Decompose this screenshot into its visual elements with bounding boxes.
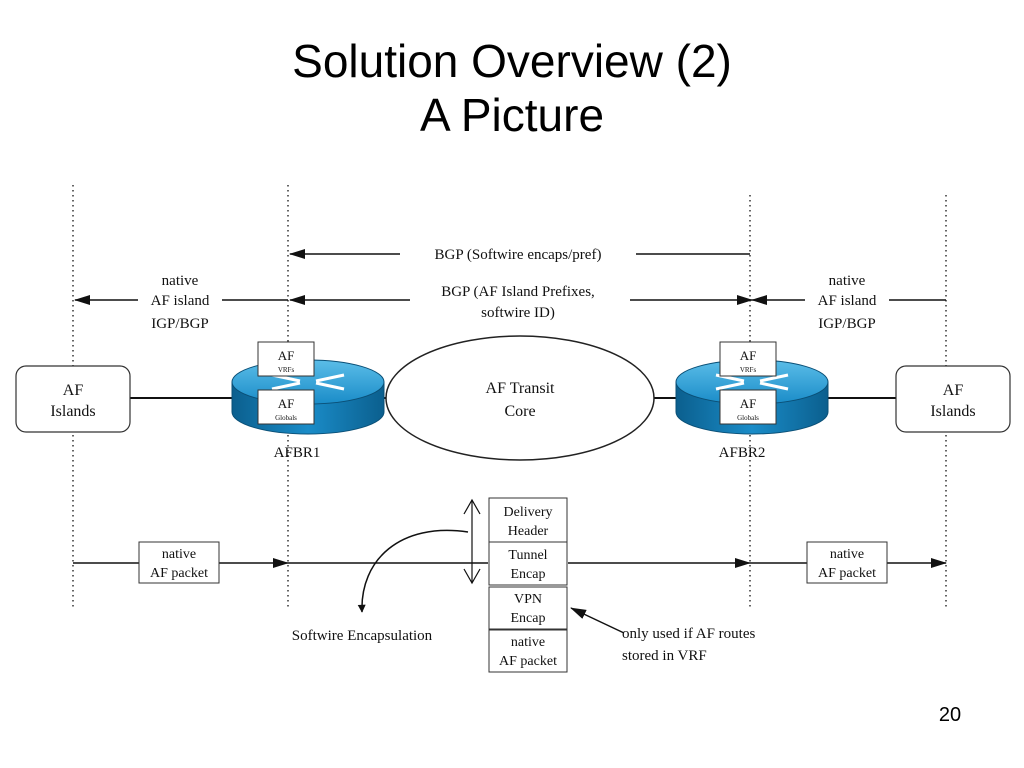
- packet-box-right: native AF packet: [806, 541, 888, 584]
- afbr1-vrfs-box: [257, 341, 315, 377]
- softwire-encap-curve: Softwire Encapsulation: [292, 529, 469, 644]
- af-islands-right: AF Islands: [895, 365, 1011, 433]
- stack-native-packet: [488, 629, 568, 673]
- afbr1-label: AFBR1: [274, 445, 321, 461]
- encapsulation-stack: Delivery Header Tunnel Encap VPN Encap n…: [488, 497, 568, 673]
- softwire-encap-label: Softwire Encapsulation: [292, 628, 433, 644]
- slide-title-line2: A Picture: [419, 89, 605, 141]
- af-islands-right-line1: AF: [943, 382, 964, 399]
- router-afbr2: AF VRFs AF Globals AFBR2: [675, 341, 829, 461]
- packet-left-line1: native: [162, 547, 196, 562]
- afbr1-globals-sub: Globals: [275, 414, 297, 422]
- afbr2-globals-sub: Globals: [737, 414, 759, 422]
- stack-delivery-line1: Delivery: [504, 505, 553, 520]
- packet-left-line2: AF packet: [150, 566, 208, 581]
- page-number: 20: [938, 704, 962, 726]
- stack-vpn-line1: VPN: [514, 592, 542, 607]
- stack-delivery-line2: Header: [508, 524, 549, 539]
- bgp-prefixes-arrow: BGP (AF Island Prefixes, softwire ID): [289, 282, 753, 322]
- vrf-note-line1: only used if AF routes: [622, 626, 755, 642]
- transit-core-line1: AF Transit: [486, 380, 555, 397]
- native-igp-left-arrow: native AF island IGP/BGP: [74, 273, 288, 332]
- slide-title-line1: Solution Overview (2): [292, 35, 732, 87]
- stack-vpn-encap: [488, 586, 568, 630]
- native-left-line2: AF island: [151, 293, 210, 309]
- stack-vpn-line2: Encap: [511, 611, 546, 626]
- bgp-softwire-label: BGP (Softwire encaps/pref): [435, 247, 602, 263]
- stack-tunnel-line2: Encap: [511, 567, 546, 582]
- packet-right-line2: AF packet: [818, 566, 876, 581]
- af-transit-core: AF Transit Core: [385, 335, 655, 461]
- stack-native-line2: AF packet: [499, 654, 557, 669]
- af-islands-left-line2: Islands: [50, 403, 95, 420]
- af-islands-left: AF Islands: [15, 365, 131, 433]
- native-right-line1: native: [829, 273, 866, 289]
- af-islands-right-line2: Islands: [930, 403, 975, 420]
- bgp-softwire-arrow: BGP (Softwire encaps/pref): [289, 243, 750, 265]
- native-right-line3: IGP/BGP: [818, 316, 876, 332]
- afbr1-vrfs-sub: VRFs: [278, 366, 295, 374]
- vrf-note: only used if AF routes stored in VRF: [570, 607, 755, 664]
- afbr2-vrfs-box: [719, 341, 777, 377]
- afbr1-globals-box: [257, 389, 315, 425]
- native-right-line2: AF island: [818, 293, 877, 309]
- stack-tunnel-encap: [488, 541, 568, 586]
- afbr2-label: AFBR2: [719, 445, 766, 461]
- vrf-note-line2: stored in VRF: [622, 648, 707, 664]
- native-left-line1: native: [162, 273, 199, 289]
- bgp-prefixes-label-line1: BGP (AF Island Prefixes,: [441, 284, 595, 300]
- packet-right-line1: native: [830, 547, 864, 562]
- stack-native-line1: native: [511, 635, 545, 650]
- transit-core-line2: Core: [504, 403, 535, 420]
- encap-span-arrow: [463, 498, 481, 585]
- afbr2-globals-box: [719, 389, 777, 425]
- afbr2-vrfs-sub: VRFs: [740, 366, 757, 374]
- slide-title: Solution Overview (2) A Picture: [0, 34, 1024, 142]
- afbr1-globals-title: AF: [278, 396, 295, 411]
- afbr2-globals-title: AF: [740, 396, 757, 411]
- afbr2-vrfs-title: AF: [740, 348, 757, 363]
- af-islands-left-line1: AF: [63, 382, 84, 399]
- packet-box-left: native AF packet: [138, 541, 220, 584]
- stack-tunnel-line1: Tunnel: [508, 548, 547, 563]
- dotted-guide-lines: [72, 185, 947, 610]
- native-igp-right-arrow: native AF island IGP/BGP: [751, 273, 946, 332]
- native-left-line3: IGP/BGP: [151, 316, 209, 332]
- afbr1-vrfs-title: AF: [278, 348, 295, 363]
- router-afbr1: AF VRFs AF Globals AFBR1: [231, 341, 385, 461]
- bgp-prefixes-label-line2: softwire ID): [481, 305, 555, 321]
